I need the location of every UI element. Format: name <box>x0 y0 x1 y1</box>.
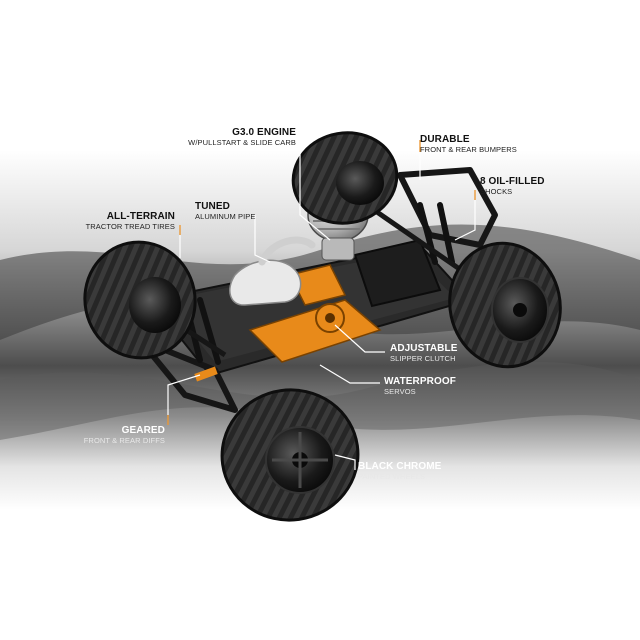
callout-pipe-title: TUNED <box>195 201 230 212</box>
callout-servos: WATERPROOF SERVOS <box>384 377 456 396</box>
callout-diffs: GEARED FRONT & REAR DIFFS <box>70 426 165 445</box>
callout-shocks: 8 OIL-FILLED SHOCKS <box>480 177 545 196</box>
tire-rear-right <box>448 241 562 369</box>
callout-clutch-sub: SLIPPER CLUTCH <box>390 354 456 363</box>
callout-clutch-title: ADJUSTABLE <box>390 343 458 354</box>
callout-wheels: BLACK CHROME PAINTED WHEELS <box>358 462 441 481</box>
callout-pipe: TUNED ALUMINUM PIPE <box>195 202 255 221</box>
callout-servos-title: WATERPROOF <box>384 376 456 387</box>
orange-link <box>194 366 218 382</box>
callout-tires-title: ALL-TERRAIN <box>106 211 175 222</box>
exhaust-header <box>258 236 316 266</box>
callout-wheels-title: BLACK CHROME <box>358 461 442 472</box>
callout-pipe-sub: ALUMINUM PIPE <box>195 212 256 221</box>
callout-leader-accents <box>167 140 476 425</box>
callout-engine: G3.0 ENGINE W/PULLSTART & SLIDE CARB <box>178 128 296 147</box>
callout-leader-lines <box>167 140 476 470</box>
orange-chassis-brace <box>248 299 382 363</box>
callout-diffs-title: GEARED <box>121 425 165 436</box>
callout-clutch: ADJUSTABLE SLIPPER CLUTCH <box>390 344 457 363</box>
callout-tires: ALL-TERRAIN TRACTOR TREAD TIRES <box>60 212 175 231</box>
callout-wheels-sub: PAINTED WHEELS <box>358 472 426 481</box>
callout-engine-sub: W/PULLSTART & SLIDE CARB <box>188 138 296 147</box>
callout-bumpers: DURABLE FRONT & REAR BUMPERS <box>420 135 517 154</box>
callout-engine-title: G3.0 ENGINE <box>232 127 296 138</box>
callout-diffs-sub: FRONT & REAR DIFFS <box>83 436 165 445</box>
callout-shocks-title: 8 OIL-FILLED <box>480 176 545 187</box>
tire-rear-left <box>291 131 399 225</box>
front-bumper <box>137 337 238 413</box>
tire-front-left <box>83 240 197 360</box>
callout-servos-sub: SERVOS <box>384 387 416 396</box>
callout-bumpers-sub: FRONT & REAR BUMPERS <box>420 145 517 154</box>
engine-block <box>321 237 355 261</box>
callout-bumpers-title: DURABLE <box>420 134 470 145</box>
radio-box <box>353 238 442 308</box>
orange-engine-mount <box>288 264 347 306</box>
callout-tires-sub: TRACTOR TREAD TIRES <box>85 222 175 231</box>
callout-shocks-sub: SHOCKS <box>480 187 513 196</box>
tire-front-right <box>220 388 360 522</box>
